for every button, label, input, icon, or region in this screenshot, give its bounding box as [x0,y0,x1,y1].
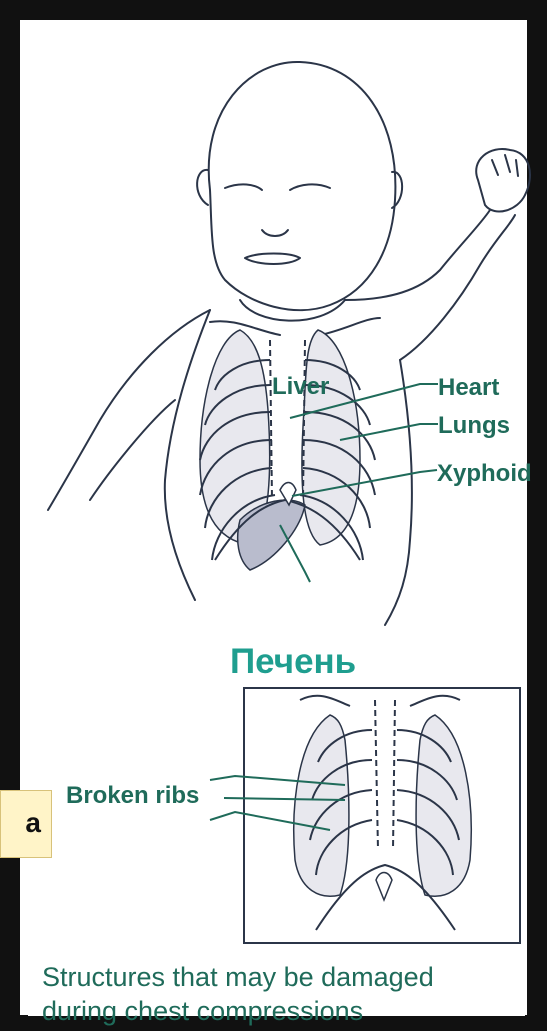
raised-arm-under [400,215,515,360]
caption-line-2: during chest compressions [42,994,512,1028]
lungs-label: Lungs [438,412,510,440]
pechen-overlay-label: Печень [230,643,360,681]
fist [476,149,530,212]
side-overlay-box: a [0,790,52,858]
inset-box [244,688,520,943]
right-ear [392,172,402,208]
raised-arm [345,210,490,300]
sternum [270,340,305,500]
nose [262,230,288,236]
right-eye [290,184,330,190]
liver-leader [280,525,310,582]
left-arm [48,310,210,510]
broken-ribs-label: Broken ribs [66,782,199,810]
right-clavicle [320,318,380,335]
left-ear [197,170,208,205]
xyphoid-label: Xyphoid [437,460,532,488]
figure-caption: Structures that may be damaged during ch… [42,960,512,1028]
side-overlay-text: a [25,807,41,839]
mouth [245,254,300,265]
left-eye [225,184,262,190]
heart-label: Heart [438,374,499,402]
liver-label: Liver [272,373,329,401]
torso-right [385,360,412,625]
caption-line-1: Structures that may be damaged [42,960,512,994]
